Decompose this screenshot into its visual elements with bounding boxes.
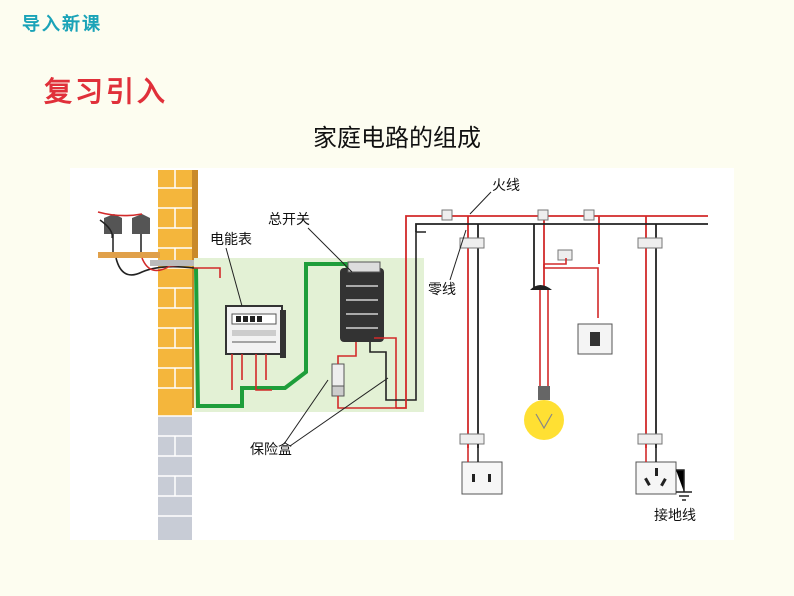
light-bulb: [524, 386, 564, 440]
header-tag: 导入新课: [22, 14, 102, 35]
ceiling-rose: [530, 285, 552, 290]
label-meter: 电能表: [210, 232, 252, 248]
label-main-switch: 总开关: [268, 212, 310, 228]
ground-wire-indoor: [194, 262, 356, 408]
fuse-box: [331, 363, 345, 397]
two-pin-socket: [461, 461, 503, 495]
main-switch: [340, 261, 384, 342]
meter-wires: [231, 354, 272, 391]
diagram-title: 家庭电路的组成: [313, 124, 481, 152]
ground-symbol-icon: [676, 469, 692, 501]
wire-terminals: [441, 209, 663, 445]
label-ground-wire: 接地线: [654, 507, 696, 524]
fire-wire: [396, 215, 708, 448]
household-circuit-diagram: 火线 零线 总开关 电能表 保险盒 接地线: [70, 168, 734, 540]
pole-bracket: [97, 211, 196, 276]
brick-wall: [158, 170, 198, 540]
three-pin-socket: [635, 461, 677, 495]
section-title: 复习引入: [44, 75, 169, 108]
label-fire-wire: 火线: [492, 178, 520, 194]
wall-switch: [577, 323, 613, 355]
neutral-wire: [415, 223, 708, 448]
label-fuse-box: 保险盒: [250, 441, 292, 458]
label-neutral-wire: 零线: [428, 282, 456, 298]
electric-meter: [225, 305, 286, 358]
label-leader-lines: [225, 191, 492, 447]
